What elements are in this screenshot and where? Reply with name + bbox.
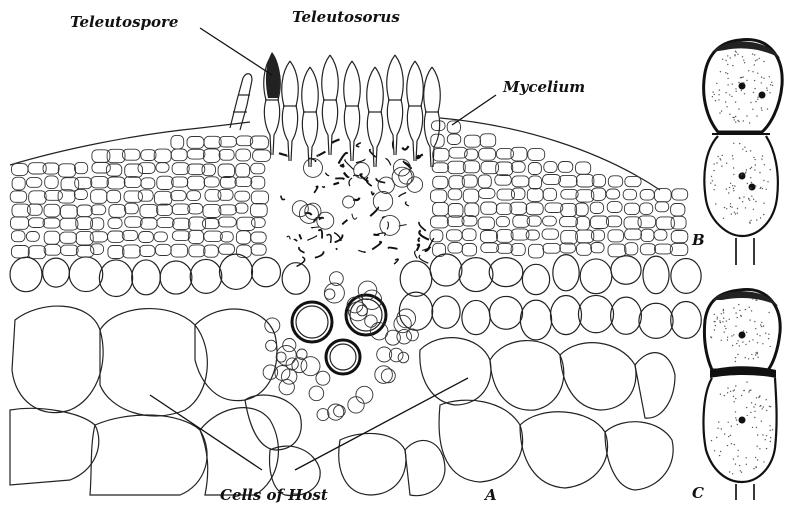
leader-cells-of-host-2	[295, 378, 468, 470]
label-panel-c: C	[692, 484, 704, 502]
panel-b-teleutospore	[704, 39, 783, 265]
panel-a-cross-section	[10, 52, 701, 496]
panel-c-teleutospore	[704, 289, 781, 500]
label-teleutosorus: Teleutosorus	[292, 8, 400, 26]
leader-mycelium	[452, 95, 496, 125]
mycelium-tangle	[279, 139, 434, 266]
label-panel-b: B	[691, 231, 705, 249]
label-cells-of-host: Cells of Host	[220, 486, 328, 504]
leader-cells-of-host-1	[150, 395, 262, 470]
epidermal-cells-right	[430, 121, 688, 258]
teleutosorus-spores	[264, 52, 440, 167]
label-panel-a: A	[483, 486, 497, 504]
label-teleutospore: Teleutospore	[70, 13, 178, 31]
leader-teleutospore	[200, 28, 272, 75]
label-mycelium: Mycelium	[502, 78, 585, 96]
vascular-bundle	[263, 272, 418, 421]
large-host-cells	[10, 306, 675, 496]
